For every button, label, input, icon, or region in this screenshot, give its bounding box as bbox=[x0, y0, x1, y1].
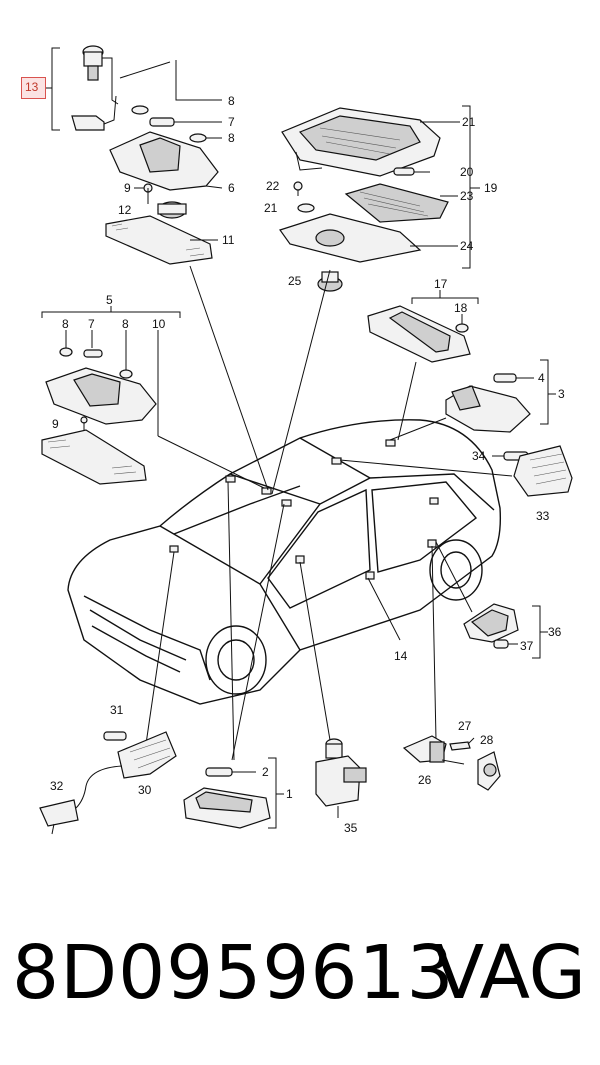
callout-25: 25 bbox=[288, 274, 302, 288]
callout-35: 35 bbox=[344, 821, 358, 835]
callout-8: 8 bbox=[228, 94, 235, 108]
callout-7: 7 bbox=[228, 115, 235, 129]
part-number: 8D0959613 bbox=[12, 930, 455, 1016]
exploded-parts-diagram: 8 7 8 9 6 12 11 21 20 22 19 23 21 24 25 … bbox=[39, 45, 573, 835]
car-outline bbox=[67, 419, 502, 705]
callout-37: 37 bbox=[520, 639, 534, 653]
brand-label: VAG bbox=[433, 930, 586, 1016]
callout-34: 34 bbox=[472, 449, 486, 463]
callout-17: 17 bbox=[434, 277, 448, 291]
highlighted-callout-13: 13 bbox=[21, 77, 46, 99]
callout-14: 14 bbox=[394, 649, 408, 663]
door-contact-26 bbox=[402, 735, 501, 791]
callout-9: 9 bbox=[124, 181, 131, 195]
leader-lines bbox=[145, 265, 513, 761]
interior-light-1 bbox=[183, 757, 284, 829]
callout-31: 31 bbox=[110, 703, 124, 717]
callout-5: 5 bbox=[106, 293, 113, 307]
interior-light-6 bbox=[105, 60, 223, 265]
reading-light-3 bbox=[445, 359, 556, 433]
callout-30: 30 bbox=[138, 783, 152, 797]
callout-13-label: 13 bbox=[25, 80, 39, 94]
callout-21: 21 bbox=[264, 201, 278, 215]
door-light-36 bbox=[463, 603, 548, 659]
callout-28: 28 bbox=[480, 733, 494, 747]
callout-12: 12 bbox=[118, 203, 132, 217]
callout-27: 27 bbox=[458, 719, 472, 733]
footwell-light-30 bbox=[39, 731, 177, 835]
callout-20: 20 bbox=[460, 165, 474, 179]
interior-light-5 bbox=[41, 306, 181, 485]
callout-8: 8 bbox=[122, 317, 129, 331]
callout-2: 2 bbox=[262, 765, 269, 779]
callout-10: 10 bbox=[152, 317, 166, 331]
callout-26: 26 bbox=[418, 773, 432, 787]
callout-24: 24 bbox=[460, 239, 474, 253]
callout-33: 33 bbox=[536, 509, 550, 523]
callout-4: 4 bbox=[538, 371, 545, 385]
callout-7: 7 bbox=[88, 317, 95, 331]
callout-8: 8 bbox=[62, 317, 69, 331]
callout-8: 8 bbox=[228, 131, 235, 145]
callout-6: 6 bbox=[228, 181, 235, 195]
callout-21: 21 bbox=[462, 115, 476, 129]
switch-35 bbox=[315, 738, 367, 818]
callout-3: 3 bbox=[558, 387, 565, 401]
callout-23: 23 bbox=[460, 189, 474, 203]
callout-1: 1 bbox=[286, 787, 293, 801]
callout-labels: 8 7 8 9 6 12 11 21 20 22 19 23 21 24 25 … bbox=[50, 94, 565, 835]
interior-light-17 bbox=[367, 290, 479, 363]
switch-assembly-13 bbox=[46, 45, 171, 131]
callout-11: 11 bbox=[222, 233, 235, 247]
callout-19: 19 bbox=[484, 181, 498, 195]
callout-9: 9 bbox=[52, 417, 59, 431]
roof-console-19 bbox=[279, 105, 480, 292]
callout-18: 18 bbox=[454, 301, 468, 315]
footer: 8D0959613 VAG bbox=[0, 930, 600, 1040]
callout-32: 32 bbox=[50, 779, 64, 793]
callout-36: 36 bbox=[548, 625, 562, 639]
luggage-light-33 bbox=[492, 445, 573, 497]
callout-22: 22 bbox=[266, 179, 280, 193]
